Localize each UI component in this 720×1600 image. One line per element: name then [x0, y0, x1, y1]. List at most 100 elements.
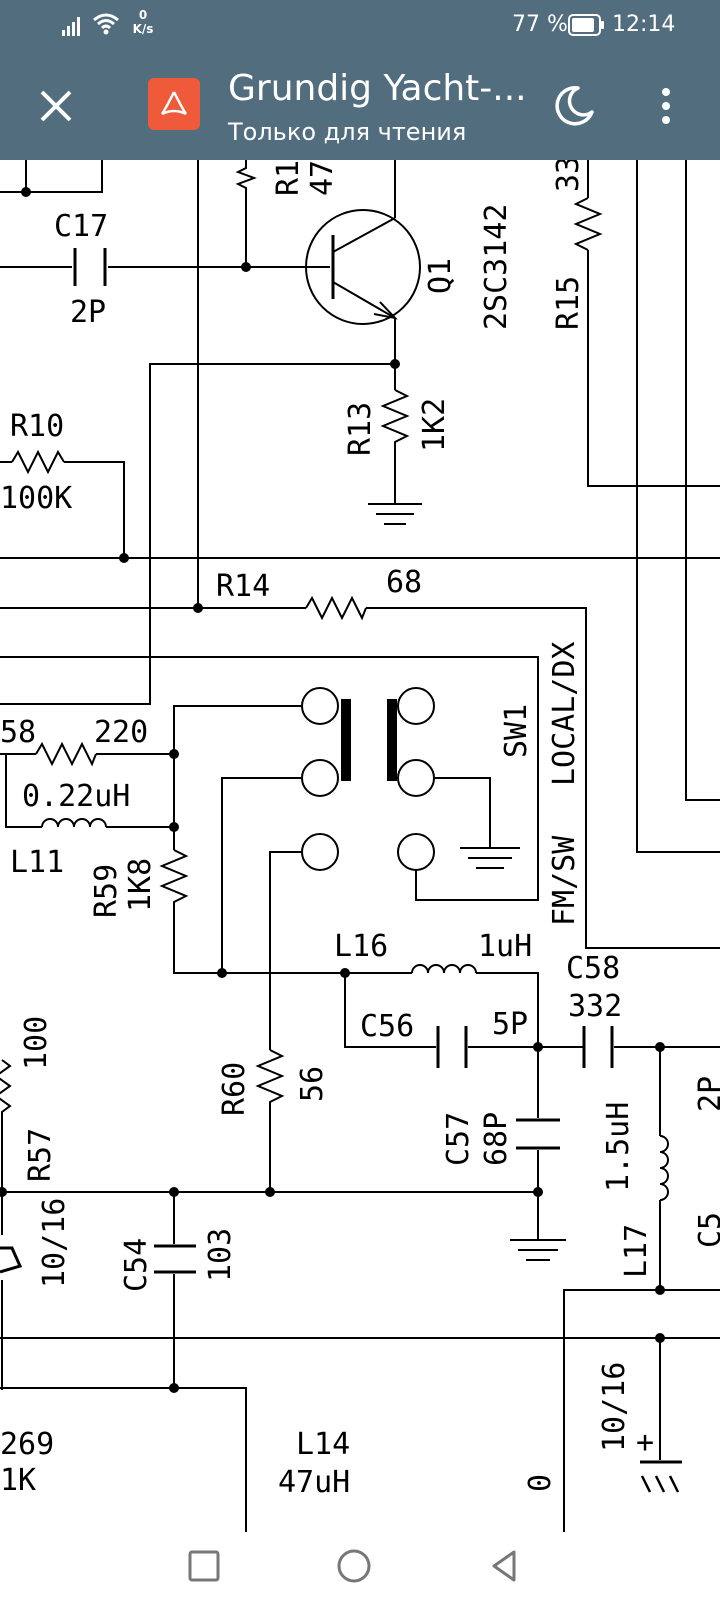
- label-l17: L17: [619, 1224, 654, 1278]
- label-r59: R59: [89, 864, 124, 918]
- wire: [685, 160, 720, 801]
- network-speed-unit: K/s: [132, 22, 154, 36]
- label-r60: R60: [217, 1062, 252, 1116]
- label-c54-value: 103: [203, 1228, 238, 1282]
- resistor-r10: [11, 449, 65, 475]
- battery-percent: 77 %: [512, 12, 568, 37]
- resistor-r57: [0, 1059, 12, 1192]
- label-c56-value: 5P: [492, 1007, 528, 1042]
- label-r10-value: 100K: [0, 481, 72, 516]
- label-l11: L11: [10, 845, 64, 880]
- network-speed-value: 0: [138, 8, 148, 22]
- label-r1x-value: 47: [305, 160, 340, 196]
- label-l14: L14: [296, 1427, 350, 1462]
- switch-contact: [397, 759, 435, 797]
- label-electrolytic-1: 10/16: [37, 1198, 72, 1288]
- read-only-subtitle: Только для чтения: [228, 118, 467, 146]
- inductor-l16: [411, 964, 477, 974]
- wire: [221, 777, 302, 973]
- wire: [0, 753, 42, 828]
- label-r69-value: 1K: [0, 1463, 36, 1498]
- label-r13-value: 1K2: [417, 398, 452, 452]
- label-c54: C54: [119, 1238, 154, 1292]
- wire: [476, 972, 539, 1118]
- wire: [366, 607, 720, 949]
- transistor-q1-arrow: [373, 301, 398, 320]
- label-r15: R15: [551, 276, 586, 330]
- battery-icon: [568, 14, 604, 36]
- label-r60-value: 56: [295, 1066, 330, 1102]
- label-electrolytic-2: 10/16: [597, 1362, 632, 1452]
- label-c5x: C5: [693, 1212, 720, 1248]
- wire: [0, 160, 103, 193]
- junction-dot: [533, 1042, 543, 1052]
- label-r58: 58: [0, 715, 36, 750]
- electrolytic-capacitor: [0, 1246, 23, 1274]
- label-fm-sw: FM/SW: [547, 835, 582, 926]
- label-r15-value: 33: [551, 160, 586, 192]
- label-2p: 2P: [693, 1076, 720, 1112]
- navigation-bar: [0, 1532, 720, 1600]
- pdf-page-view[interactable]: C17 2P R1 47 Q1 2SC3142 R15 33 R10 100K …: [0, 160, 720, 1532]
- wire: [636, 160, 720, 853]
- network-speed: 0 K/s: [128, 8, 158, 36]
- resistor-r59: [159, 849, 222, 974]
- wire: [587, 250, 720, 487]
- wire: [0, 1387, 247, 1532]
- label-sw1: SW1: [499, 704, 534, 758]
- transistor-q1-collector: [332, 217, 396, 253]
- label-r1x: R1: [271, 160, 306, 196]
- switch-contact: [301, 833, 339, 871]
- acrobat-symbol: [160, 91, 188, 116]
- label-c58-value: 332: [568, 989, 622, 1024]
- inductor-l11: [41, 818, 107, 828]
- switch-slider: [387, 699, 397, 781]
- label-c57-value: 68P: [479, 1112, 514, 1166]
- junction-dot: [119, 553, 129, 563]
- label-q1: Q1: [423, 258, 458, 294]
- switch-contact: [397, 687, 435, 725]
- label-c58: C58: [566, 951, 620, 986]
- more-vert-icon[interactable]: [646, 80, 686, 132]
- label-r14: R14: [216, 569, 270, 604]
- label-plus: +: [636, 1425, 654, 1460]
- switch-contact: [301, 687, 339, 725]
- label-c56: C56: [360, 1009, 414, 1044]
- label-l16: L16: [334, 929, 388, 964]
- app-bar: Grundig Yacht-... Только для чтения: [0, 52, 720, 160]
- resistor-r14: [305, 595, 367, 621]
- wire: [269, 851, 302, 1050]
- label-r10: R10: [10, 409, 64, 444]
- label-r69: 269: [0, 1427, 54, 1462]
- wire: [173, 705, 302, 754]
- label-l14-value: 47uH: [278, 1465, 350, 1500]
- back-triangle-icon[interactable]: [482, 1544, 526, 1588]
- clock: 12:14: [612, 12, 676, 37]
- label-c17: C17: [54, 209, 108, 244]
- label-r59-value: 1K8: [123, 858, 158, 912]
- wire: [434, 777, 491, 848]
- switch-contact: [301, 759, 339, 797]
- wire: [344, 973, 436, 1048]
- transistor-q1: [305, 209, 421, 325]
- label-r13: R13: [343, 402, 378, 456]
- label-c57: C57: [441, 1112, 476, 1166]
- wifi-icon: [93, 13, 119, 35]
- wire: [64, 461, 125, 558]
- transistor-q1-emitter: [332, 281, 396, 319]
- schematic-drawing: C17 2P R1 47 Q1 2SC3142 R15 33 R10 100K …: [0, 160, 720, 1532]
- switch-slider: [341, 699, 351, 781]
- resistor-r15: [573, 197, 603, 251]
- label-zero: 0: [523, 1474, 558, 1492]
- label-l16-value: 1uH: [478, 929, 532, 964]
- label-l17-value: 1.5uH: [601, 1102, 636, 1192]
- label-l11-value: 0.22uH: [22, 779, 130, 814]
- resistor-r58: [35, 741, 97, 767]
- wire: [563, 1289, 720, 1532]
- home-circle-icon[interactable]: [332, 1544, 376, 1588]
- label-c17-value: 2P: [70, 295, 106, 330]
- close-icon[interactable]: [30, 80, 82, 132]
- night-mode-icon[interactable]: [550, 82, 598, 130]
- resistor-r13: [380, 389, 410, 504]
- recents-square-icon[interactable]: [182, 1544, 226, 1588]
